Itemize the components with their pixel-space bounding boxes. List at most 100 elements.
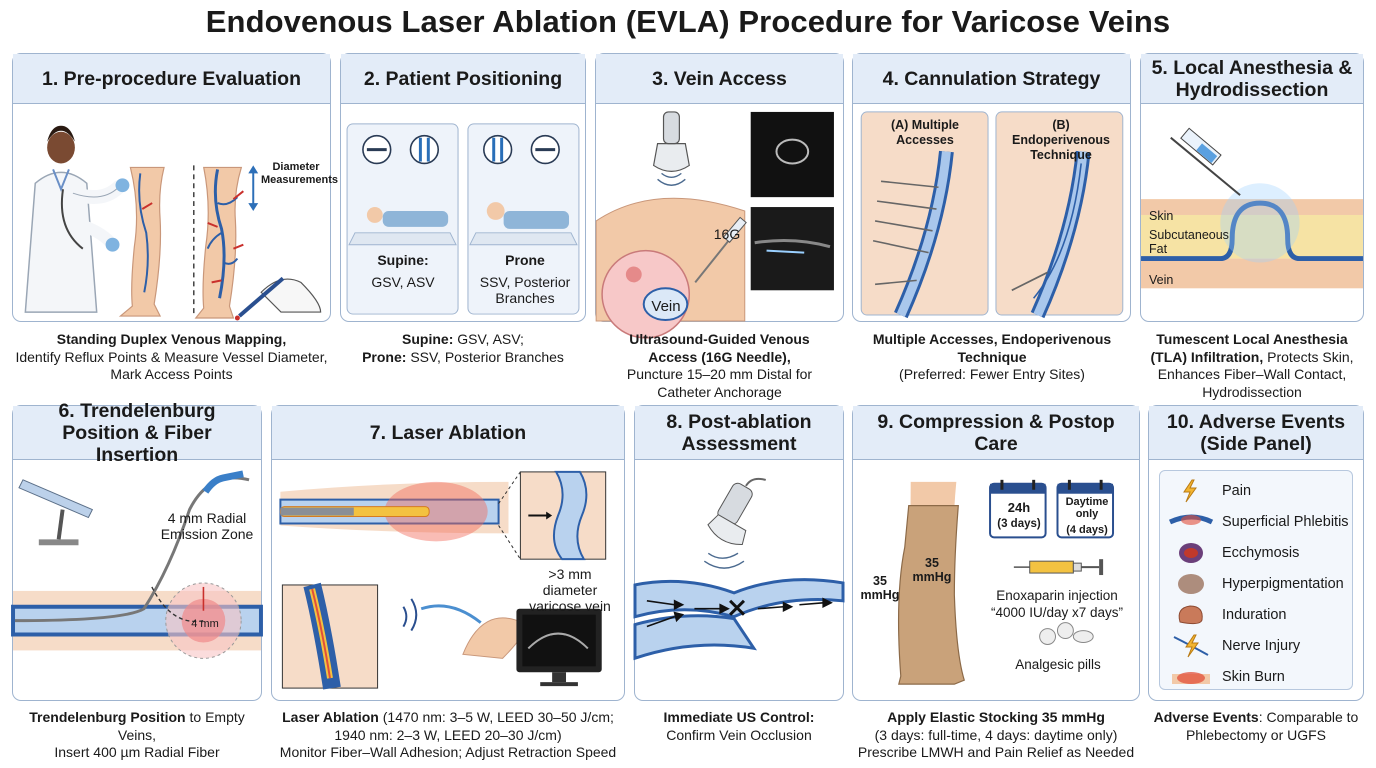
skin-burn-icon — [1172, 672, 1210, 684]
panel-illustration: Pain Superficial Phlebitis Ecchymosis Hy… — [1149, 460, 1363, 700]
syringe-illustration — [1170, 127, 1241, 196]
panel-1-caption: Standing Duplex Venous Mapping, Identify… — [4, 331, 339, 384]
caption-text: Protects Skin, Enhances Fiber–Wall Conta… — [1157, 348, 1354, 400]
caption-bold: Supine: — [402, 331, 454, 347]
panel-local-anesthesia: 5. Local Anesthesia & Hydrodissection Sk… — [1140, 53, 1364, 322]
caption-text: Monitor Fiber–Wall Adhesion; Adjust Retr… — [279, 744, 617, 760]
caption-bold: Laser Ablation — [282, 709, 379, 725]
panel-heading: 2. Patient Positioning — [341, 54, 585, 104]
pills-icon — [1039, 622, 1094, 645]
panel-heading: 5. Local Anesthesia & Hydrodissection — [1141, 54, 1363, 104]
panel-10-caption: Adverse Events: Comparable to Phlebectom… — [1148, 709, 1364, 744]
needle-illustration — [694, 216, 747, 283]
bruise-icon — [1179, 543, 1203, 563]
panel-compression-postop: 9. Compression & Postop Care — [852, 405, 1140, 701]
caption-bold: Standing Duplex Venous Mapping, — [56, 331, 287, 347]
caption-bold: Trendelenburg Position — [29, 709, 186, 725]
vein-label: Vein — [651, 298, 681, 315]
panel-5-caption: Tumescent Local Anesthesia (TLA) Infiltr… — [1140, 331, 1364, 401]
panel-3-caption: Ultrasound-Guided Venous Access (16G Nee… — [605, 331, 834, 401]
panel-illustration: >3 mm diameter varicose vein — [272, 460, 624, 700]
pressure-label: 35 mmHg — [860, 574, 900, 602]
inflamed-vein-icon — [1168, 514, 1214, 525]
emission-zone-value: 4 mm — [191, 618, 219, 630]
syringe-icon — [1013, 559, 1104, 576]
event-label: Superficial Phlebitis — [1222, 514, 1349, 530]
caption-text: (1470 nm: 3–5 W, LEED 30–50 J/cm; — [378, 709, 614, 725]
ultrasound-monitor-icon — [516, 608, 602, 687]
panel-heading: 3. Vein Access — [596, 54, 843, 104]
event-label: Nerve Injury — [1222, 638, 1301, 654]
panel-heading: 7. Laser Ablation — [272, 406, 624, 460]
panel-pre-procedure-evaluation: 1. Pre-procedure Evaluation — [12, 53, 339, 322]
vein-layer-label: Vein — [1149, 273, 1174, 287]
prone-patient-illustration — [469, 202, 578, 246]
caption-text: (3 days: full-time, 4 days: daytime only… — [874, 726, 1118, 743]
event-label: Hyperpigmentation — [1222, 576, 1344, 592]
list-item: Hyperpigmentation — [1168, 570, 1344, 598]
caption-bold: Adverse Events — [1153, 709, 1259, 725]
stocking-pressure-label: 35 mmHg — [912, 556, 952, 584]
prone-title: Prone — [505, 252, 545, 268]
event-label: Induration — [1222, 607, 1287, 623]
caption-text: Puncture 15–20 mm Distal for Catheter An… — [626, 366, 813, 400]
compression-stocking-illustration — [897, 481, 965, 685]
calendar-daytime-icon — [1056, 479, 1115, 539]
skin-layer-label: Skin — [1149, 209, 1174, 223]
caption-text: Confirm Vein Occlusion — [666, 726, 812, 743]
panel-illustration: Supine: GSV, ASV Prone SSV, Posterior Br… — [341, 104, 585, 321]
caption-bold: Prone: — [362, 348, 407, 365]
caption-bold: Ultrasound-Guided Venous Access (16G Nee… — [629, 331, 810, 365]
leg-vein-map-illustration — [194, 166, 244, 319]
multiple-needles — [872, 180, 939, 286]
tilted-table-illustration — [18, 479, 94, 546]
prone-veins: SSV, Posterior Branches — [479, 274, 571, 306]
list-item: Pain — [1168, 477, 1251, 505]
event-label: Skin Burn — [1222, 669, 1285, 685]
caption-text: GSV, ASV; — [453, 331, 524, 347]
panel-laser-ablation: 7. Laser Ablation — [271, 405, 625, 701]
supine-veins: GSV, ASV — [371, 274, 435, 290]
list-item: Superficial Phlebitis — [1168, 508, 1349, 536]
pigmentation-icon — [1178, 574, 1204, 594]
event-label: Pain — [1222, 483, 1252, 499]
panel-heading: 9. Compression & Postop Care — [853, 406, 1139, 460]
panel-trendelenburg: 6. Trendelenburg Position & Fiber Insert… — [11, 400, 263, 701]
caption-text: Insert 400 µm Radial Fiber — [54, 744, 220, 760]
list-item: Ecchymosis — [1168, 539, 1299, 567]
diameter-label: Diameter Measurements — [261, 161, 339, 186]
induration-icon — [1178, 605, 1203, 625]
panel-6-caption: Trendelenburg Position to Empty Veins, I… — [12, 709, 262, 762]
panel-heading: 6. Trendelenburg Position & Fiber Insert… — [13, 400, 261, 466]
panel-illustration: Skin Subcutaneous Fat Vein — [1141, 104, 1363, 321]
multiple-accesses-label: (A) Multiple Accesses — [890, 118, 960, 147]
event-label: Ecchymosis — [1222, 545, 1300, 561]
panel-heading: 4. Cannulation Strategy — [853, 54, 1130, 104]
injection-dose-label: “4000 IU/day x7 days” — [990, 605, 1124, 620]
panel-heading: 1. Pre-procedure Evaluation — [13, 54, 330, 104]
doctor-illustration — [24, 125, 130, 313]
nerve-injury-icon — [1173, 634, 1209, 658]
leg-illustration — [118, 166, 165, 317]
caption-text: Prescribe LMWH and Pain Relief as Needed — [857, 744, 1135, 760]
page-title: Endovenous Laser Ablation (EVLA) Procedu… — [205, 4, 1171, 39]
caption-text: : Comparable to Phlebectomy or UGFS — [1185, 709, 1359, 743]
adverse-events-list: Pain Superficial Phlebitis Ecchymosis Hy… — [1159, 470, 1353, 690]
supine-leg-icons — [362, 134, 440, 165]
supine-patient-illustration — [348, 207, 457, 246]
caption-text: SSV, Posterior Branches — [406, 348, 564, 365]
caption-text: Identify Reflux Points & Measure Vessel … — [15, 348, 328, 383]
needle-gauge-label: 16G — [713, 226, 741, 242]
injection-label: Enoxaparin injection — [996, 588, 1118, 603]
caption-bold: Immediate US Control: — [663, 709, 815, 725]
panel-patient-positioning: 2. Patient Positioning — [340, 53, 586, 322]
caption-text: (Preferred: Fewer Entry Sites) — [899, 366, 1085, 382]
calendar-daytime-top: Daytime only — [1065, 496, 1109, 520]
panel-4-caption: Multiple Accesses, Endoperivenous Techni… — [872, 331, 1112, 384]
panel-7-caption: Laser Ablation (1470 nm: 3–5 W, LEED 30–… — [271, 709, 625, 762]
fat-layer-label: Subcutaneous Fat — [1149, 228, 1229, 256]
panel-vein-access: 3. Vein Access 16G Vein — [595, 53, 844, 339]
calendar-24h-top: 24h — [1007, 500, 1031, 515]
list-item: Skin Burn — [1168, 663, 1285, 691]
caption-bold: Multiple Accesses, Endoperivenous Techni… — [872, 331, 1112, 365]
